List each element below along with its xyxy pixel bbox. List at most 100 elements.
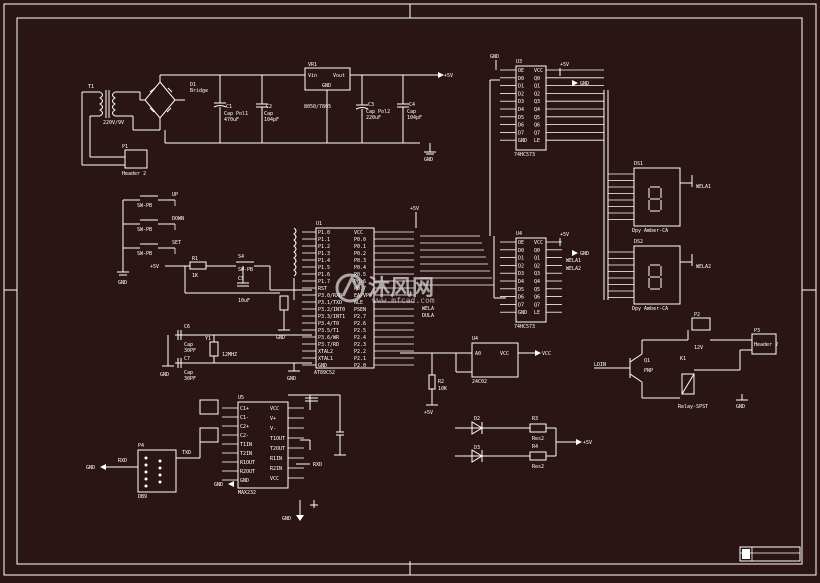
svg-text:DS2: DS2 <box>634 239 643 245</box>
latch-u4-in-pin-label: D1 <box>518 256 524 262</box>
svg-text:GND: GND <box>276 335 285 341</box>
svg-text:24C02: 24C02 <box>472 379 487 385</box>
latch-u4-out-pin-label: Q2 <box>534 263 540 269</box>
max232-right-pin-label: V+ <box>270 416 276 422</box>
bridge-rectifier-symbol: D1 Bridge <box>115 74 208 131</box>
svg-text:U3: U3 <box>516 59 522 65</box>
latch-u4-out-pin-label: Q5 <box>534 287 540 293</box>
diode-network: D2 D3 R3 Res2 R4 Res2 +5V <box>455 416 592 470</box>
mcu-left-pin-label: P3.5/T1 <box>318 328 339 334</box>
svg-text:GND: GND <box>736 404 745 410</box>
latch-u3-in-pin-label: D0 <box>518 76 524 82</box>
svg-text:MAX232: MAX232 <box>238 490 256 496</box>
max232-left-pin-label: C1+ <box>240 406 249 412</box>
svg-text:VCC: VCC <box>500 351 509 357</box>
max232-left-pin-label: T2IN <box>240 451 252 457</box>
svg-text:P1: P1 <box>122 144 128 150</box>
mcu-right-pin-label: P0.4 <box>354 265 366 271</box>
max232-left-pin-label: R1OUT <box>240 460 255 466</box>
mcu-left-pin-label: XTAL2 <box>318 349 333 355</box>
mcu-left-pin-label: P1.1 <box>318 237 330 243</box>
mcu-left-pin-label: P3.2/INT0 <box>318 307 345 313</box>
svg-text:+5V: +5V <box>560 232 569 238</box>
latch-u4-out-pin-label: Q1 <box>534 256 540 262</box>
svg-text:GND: GND <box>214 482 223 488</box>
latch-u3-out-pin-label: Q3 <box>534 99 540 105</box>
mcu-left-pin-label: P1.5 <box>318 265 330 271</box>
svg-text:+5V: +5V <box>410 206 419 212</box>
voltage-regulator: VR1 Vin Vout GND 8050/7805 <box>304 62 351 143</box>
latch-u4-pins: OED0D1D2D3D4D5D6D7GNDVCCQ0Q1Q2Q3Q4Q5Q6Q7… <box>500 240 562 316</box>
mcu-left-pin-label: P3.1/TXD <box>318 300 342 306</box>
crystal-oscillator: 12MHZ Y1 C6 Cap 30PF C7 Cap 30PF GND GND <box>160 324 312 382</box>
svg-text:C6: C6 <box>184 324 190 330</box>
svg-text:1K: 1K <box>192 273 198 279</box>
svg-text:+5V: +5V <box>583 440 592 446</box>
switch-up: SW-PB UP <box>123 192 178 209</box>
latch-u4-out-pin-label: Q0 <box>534 248 540 254</box>
svg-text:C4: C4 <box>409 102 415 108</box>
latch-u3-out-pin-label: Q1 <box>534 84 540 90</box>
svg-text:LDIN: LDIN <box>594 362 606 368</box>
mcu-left-pin-label: P1.7 <box>318 279 330 285</box>
svg-text:Cap: Cap <box>407 109 416 115</box>
svg-text:UP: UP <box>172 192 178 198</box>
svg-text:GND: GND <box>424 157 433 163</box>
display-ds1: DS1 Dpy Amber-CA WELA1 <box>608 161 711 234</box>
transformer-symbol: T1 220V/9V <box>81 84 124 165</box>
latch-u4-out-pin-label: VCC <box>534 240 543 246</box>
svg-text:+5V: +5V <box>424 410 433 416</box>
capacitor-c4: C4 Cap 104pF <box>397 75 422 143</box>
latch-u4-in-pin-label: D7 <box>518 302 524 308</box>
mcu-left-pin-label: P1.6 <box>318 272 330 278</box>
svg-text:DB9: DB9 <box>138 494 147 500</box>
svg-text:Header 2: Header 2 <box>122 171 146 177</box>
svg-text:Y1: Y1 <box>205 336 211 342</box>
svg-text:30PF: 30PF <box>184 348 196 354</box>
svg-text:AT89C52: AT89C52 <box>314 370 335 376</box>
mcu-left-pin-label: P1.0 <box>318 230 330 236</box>
svg-text:GND: GND <box>580 81 589 87</box>
mcu-right-pin-label: P0.2 <box>354 251 366 257</box>
latch-u4: U4 74HC573 OED0D1D2D3D4D5D6D7GNDVCCQ0Q1Q… <box>500 231 589 330</box>
svg-text:Res2: Res2 <box>532 464 544 470</box>
capacitor-c3: C3 Cap Pol2 220uF <box>355 75 390 143</box>
latch-u4-in-pin-label: D3 <box>518 271 524 277</box>
mcu-right-pin-label: P2.2 <box>354 349 366 355</box>
switch-down: SW-PB DOWN <box>123 216 184 233</box>
svg-text:SW-PB: SW-PB <box>137 251 152 257</box>
max232-right-pin-label: R2IN <box>270 466 282 472</box>
latch-u4-in-pin-label: OE <box>518 240 524 246</box>
title-block <box>739 546 801 562</box>
svg-text:K1: K1 <box>680 356 686 362</box>
power-header-p1: P1 Header 2 <box>82 144 148 177</box>
svg-text:RXD: RXD <box>313 462 322 468</box>
svg-text:WELA1: WELA1 <box>696 184 711 190</box>
transformer-ref: T1 <box>88 84 94 90</box>
latch-u4-in-pin-label: D4 <box>518 279 524 285</box>
latch-u4-out-pin-label: Q6 <box>534 295 540 301</box>
svg-text:Q1: Q1 <box>644 358 650 364</box>
latch-u4-out-pin-label: Q4 <box>534 279 540 285</box>
svg-text:GND: GND <box>282 516 291 522</box>
svg-text:8050/7805: 8050/7805 <box>304 104 331 110</box>
mcu-left-pin-label: P3.0/RXD <box>318 293 342 299</box>
latch-u3-out-pin-label: Q7 <box>534 130 540 136</box>
svg-text:GND: GND <box>86 465 95 471</box>
latch-u4-out-pin-label: LE <box>534 310 540 316</box>
mcu-left-pins: P1.0P1.1P1.2P1.3P1.4P1.5P1.6P1.7RSTP3.0/… <box>302 230 345 369</box>
mcu-left-pin-label: P1.3 <box>318 251 330 257</box>
latch-u3-out-pin-label: VCC <box>534 68 543 74</box>
svg-text:Vout: Vout <box>333 73 345 79</box>
watermark-url: www.mfcad.com <box>372 296 435 305</box>
svg-text:104pF: 104pF <box>264 117 279 123</box>
latch-u3-in-pin-label: D7 <box>518 130 524 136</box>
bridge-value: Bridge <box>190 88 208 94</box>
svg-text:VCC: VCC <box>542 351 551 357</box>
svg-text:Res2: Res2 <box>532 436 544 442</box>
svg-text:P4: P4 <box>138 443 144 449</box>
svg-text:+5V: +5V <box>560 62 569 68</box>
svg-text:U1: U1 <box>316 221 322 227</box>
